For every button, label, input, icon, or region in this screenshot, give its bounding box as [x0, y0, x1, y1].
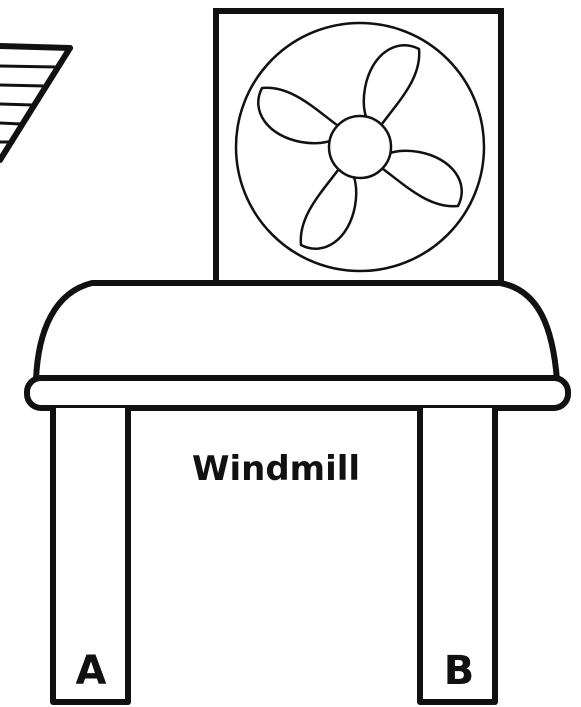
leg-b-label: B — [444, 648, 475, 694]
table-dome — [36, 283, 557, 380]
diagram-title: Windmill — [192, 449, 360, 489]
striped-wedge — [0, 46, 70, 160]
table-rim — [27, 378, 568, 408]
fan-icon — [236, 23, 484, 271]
leg-a-label: A — [76, 648, 107, 694]
fan-hub — [329, 116, 391, 178]
